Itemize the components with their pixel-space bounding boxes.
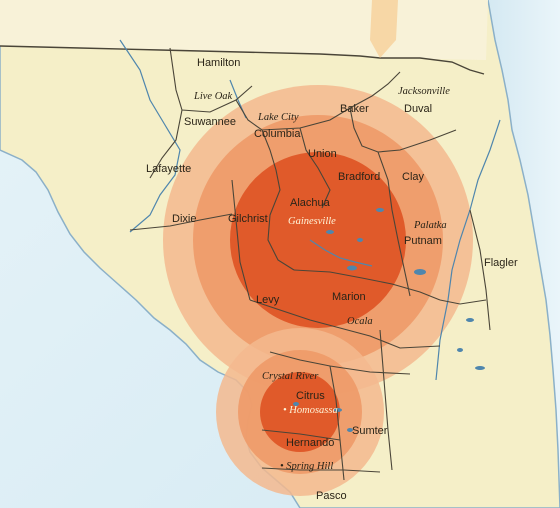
county-hernando: Hernando [286,437,334,449]
city-homosassa: • Homosassa [283,405,338,416]
county-duval: Duval [404,103,432,115]
city-gainesville: Gainesville [288,216,336,227]
city-crystal-river: Crystal River [262,371,319,382]
county-labels: Hamilton Suwannee Columbia Baker Duval L… [146,57,518,502]
county-union: Union [308,148,337,160]
county-clay: Clay [402,171,425,183]
county-lines [129,47,491,481]
county-hamilton: Hamilton [197,57,240,69]
georgia-highlight [370,0,398,58]
city-jacksonville: Jacksonville [398,86,450,97]
county-citrus: Citrus [296,390,325,402]
county-baker: Baker [340,103,369,115]
state-line [0,45,485,75]
city-palatka: Palatka [413,220,447,231]
county-sumter: Sumter [352,425,388,437]
georgia-region [0,0,488,60]
city-spring-hill: • Spring Hill [280,461,333,472]
county-levy: Levy [256,294,280,306]
coverage-rings [163,85,473,496]
county-putnam: Putnam [404,235,442,247]
lake-chain [309,239,373,267]
county-columbia: Columbia [254,128,301,140]
water-body [293,208,485,432]
suwannee-river [119,39,181,233]
city-labels: Live Oak Lake City Jacksonville Gainesvi… [193,86,450,472]
city-lake-city: Lake City [257,112,299,123]
county-alachua: Alachua [290,197,331,209]
city-live-oak: Live Oak [193,91,233,102]
north-ring-core [230,152,406,328]
county-lafayette: Lafayette [146,163,191,175]
county-marion: Marion [332,291,366,303]
county-suwannee: Suwannee [184,116,236,128]
county-dixie: Dixie [172,213,196,225]
county-gilchrist: Gilchrist [228,213,268,225]
county-flagler: Flagler [484,257,518,269]
st-johns-river [435,119,501,381]
county-bradford: Bradford [338,171,380,183]
county-pasco: Pasco [316,490,347,502]
city-ocala: Ocala [347,316,373,327]
